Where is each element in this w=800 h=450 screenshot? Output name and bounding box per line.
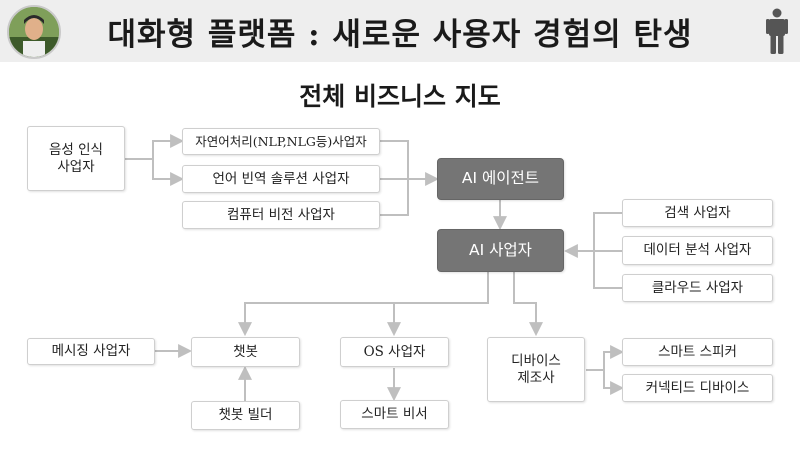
node-cloud: 클라우드 사업자 <box>622 274 773 302</box>
node-chatbot: 챗봇 <box>191 337 300 367</box>
diagram-title: 전체 비즈니스 지도 <box>299 82 501 111</box>
node-ai-agent: AI 에이전트 <box>437 158 564 200</box>
arrow-device-to-connected <box>603 370 625 395</box>
arrow-device-to-speaker <box>586 345 625 371</box>
node-connected-device: 커넥티드 디바이스 <box>622 374 773 402</box>
node-speech-recognition: 음성 인식 사업자 <box>27 126 125 191</box>
page-title: 대화형 플랫폼 : 새로운 사용자 경험의 탄생 <box>107 17 693 53</box>
node-search: 검색 사업자 <box>622 199 773 227</box>
node-messaging: 메시징 사업자 <box>27 338 155 365</box>
node-chatbot-builder: 챗봇 빌더 <box>191 401 300 430</box>
link-business-to-bus <box>238 272 489 337</box>
node-ai-business: AI 사업자 <box>437 229 564 272</box>
presenter-photo <box>7 5 61 59</box>
node-nlp: 자연어처리(NLP,NLG등)사업자 <box>182 128 380 155</box>
arrow-speech-to-translation <box>152 159 185 186</box>
person-icon <box>766 8 788 54</box>
node-os: OS 사업자 <box>340 337 449 367</box>
node-translation: 언어 빈역 솔루션 사업자 <box>182 165 380 193</box>
node-smart-assistant: 스마트 비서 <box>340 400 449 429</box>
node-data-analysis: 데이터 분석 사업자 <box>622 236 773 265</box>
link-search-cloud-bracket <box>593 212 622 289</box>
node-smart-speaker: 스마트 스피커 <box>622 338 773 366</box>
arrow-speech-to-nlp <box>125 134 185 160</box>
header-bar: 대화형 플랫폼 : 새로운 사용자 경험의 탄생 <box>0 0 800 62</box>
node-computer-vision: 컴퓨터 비전 사업자 <box>182 201 380 229</box>
link-nlp-vision-bracket <box>380 140 409 216</box>
arrow-business-to-device <box>513 272 543 337</box>
node-device-maker: 디바이스 제조사 <box>487 337 585 402</box>
